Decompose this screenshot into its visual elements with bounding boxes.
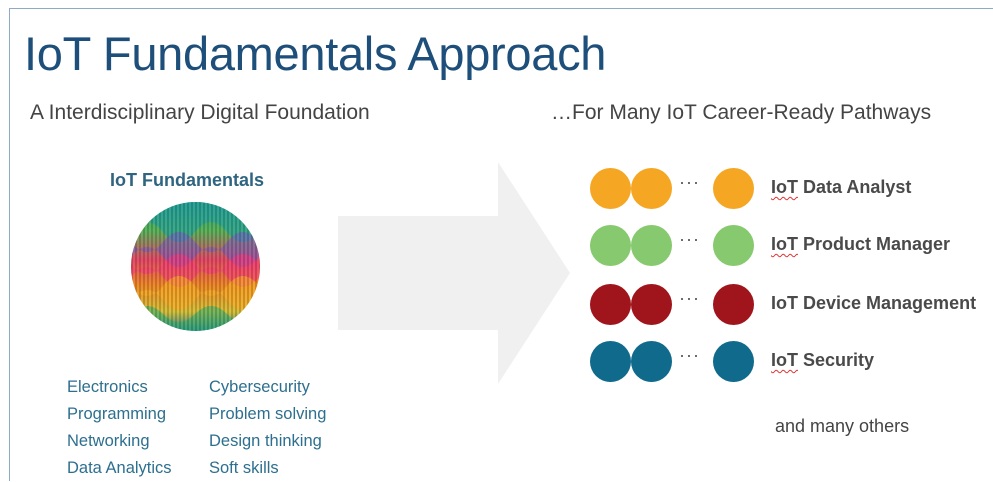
pathway-circle <box>590 225 631 266</box>
pathway-label-rest: Security <box>798 350 875 370</box>
pathway-label: IoT Device Management <box>771 293 976 314</box>
pathway-label: IoT Security <box>771 350 874 371</box>
fundamentals-heading: IoT Fundamentals <box>110 170 265 190</box>
pathway-label-rest: Device Management <box>798 293 977 313</box>
pathway-label-rest: Data Analyst <box>798 177 912 197</box>
pathway-row: ··· IoT Security <box>590 341 990 383</box>
pathway-label: IoT Product Manager <box>771 234 950 255</box>
pathway-circle <box>631 284 672 325</box>
skill-item: Problem solving <box>209 405 327 423</box>
skill-item: Programming <box>67 405 167 423</box>
pathway-circle <box>631 341 672 382</box>
slide-title: IoT Fundamentals Approach <box>24 27 607 80</box>
pathway-label: IoT Data Analyst <box>771 177 911 198</box>
slide-frame-left <box>9 8 10 481</box>
pathway-row: ··· IoT Product Manager <box>590 225 990 267</box>
pathway-row: ··· IoT Data Analyst <box>590 168 990 210</box>
large-right-arrow <box>338 162 570 384</box>
pathway-circle <box>713 225 754 266</box>
pathway-circle <box>590 168 631 209</box>
pathway-label-rest: Product Manager <box>798 234 951 254</box>
pathway-circle <box>713 284 754 325</box>
skills-column-2: Cybersecurity Problem solving Design thi… <box>209 374 326 482</box>
ellipsis: ··· <box>679 345 700 365</box>
skill-item: Networking <box>67 432 150 450</box>
skill-item: Data Analytics <box>67 459 172 477</box>
skills-column-1: Electronics Programming Networking Data … <box>67 374 172 482</box>
pathway-label-prefix: IoT <box>771 293 798 313</box>
pathway-circle <box>713 168 754 209</box>
slide-frame-top <box>9 8 993 9</box>
ellipsis: ··· <box>679 172 700 192</box>
skill-item: Design thinking <box>209 432 322 450</box>
skill-item: Cybersecurity <box>209 378 310 396</box>
pathway-circle <box>631 168 672 209</box>
ellipsis: ··· <box>679 229 700 249</box>
pathway-circle <box>713 341 754 382</box>
skill-item: Electronics <box>67 378 148 396</box>
pathway-label-prefix: IoT <box>771 177 798 197</box>
pathway-circle <box>590 284 631 325</box>
left-subtitle: A Interdisciplinary Digital Foundation <box>30 101 370 124</box>
pathway-circle <box>590 341 631 382</box>
others-text: and many others <box>775 416 910 436</box>
pathway-label-prefix: IoT <box>771 234 798 254</box>
pathway-row: ··· IoT Device Management <box>590 284 990 326</box>
right-subtitle: …For Many IoT Career-Ready Pathways <box>551 101 932 124</box>
skill-item: Soft skills <box>209 459 279 477</box>
ellipsis: ··· <box>679 288 700 308</box>
pathway-label-prefix: IoT <box>771 350 798 370</box>
fundamentals-mosaic-image <box>131 202 260 331</box>
pathway-circle <box>631 225 672 266</box>
